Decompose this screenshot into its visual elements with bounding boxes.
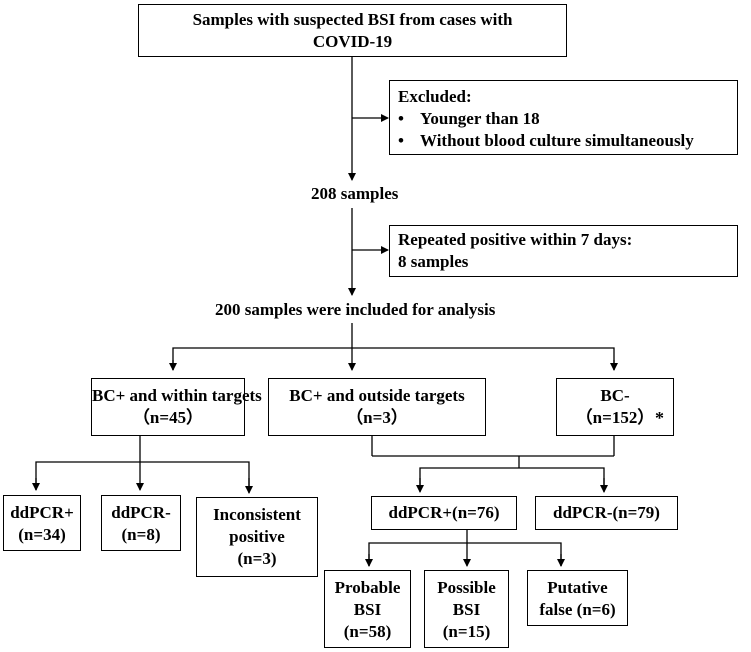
node-text-line: COVID-19 bbox=[312, 32, 393, 51]
node-text-line: BSI bbox=[353, 600, 382, 619]
node-probable-bsi: Probable BSI (n=58) bbox=[324, 570, 411, 648]
node-text-line: （n=3） bbox=[346, 408, 408, 427]
node-text-line: ddPCR+(n=76) bbox=[388, 503, 500, 522]
node-excluded: Excluded: •Younger than 18 •Without bloo… bbox=[389, 80, 738, 155]
node-bc-within-targets: BC+ and within targets （n=45） bbox=[91, 378, 262, 436]
node-ddpcr-positive-76: ddPCR+(n=76) bbox=[371, 496, 517, 530]
node-inconsistent-positive: Inconsistent positive (n=3) bbox=[196, 497, 318, 577]
node-text-line: (n=34) bbox=[18, 525, 66, 544]
node-208-samples: 208 samples bbox=[311, 184, 399, 203]
node-suspected-samples: Samples with suspected BSI from cases wi… bbox=[138, 4, 567, 57]
asterisk-note-marker: * bbox=[655, 408, 664, 428]
node-text-line: （n=45） bbox=[132, 408, 204, 427]
node-text-line: false (n=6) bbox=[539, 600, 616, 619]
node-text-line: Samples with suspected BSI from cases wi… bbox=[192, 10, 513, 29]
node-bc-outside-targets: BC+ and outside targets （n=3） bbox=[268, 378, 486, 436]
split-line-76 bbox=[368, 542, 562, 566]
node-text-line: ddPCR-(n=79) bbox=[553, 503, 660, 522]
bullet-icon: • bbox=[398, 131, 404, 150]
node-repeated-positive: Repeated positive within 7 days: 8 sampl… bbox=[389, 225, 738, 277]
node-text-line: 8 samples bbox=[398, 252, 469, 271]
node-text-line: Repeated positive within 7 days: bbox=[398, 230, 633, 249]
node-text-line: ddPCR+ bbox=[10, 503, 74, 522]
node-text-line: (n=8) bbox=[121, 525, 161, 544]
node-text-line: BC- bbox=[600, 386, 630, 405]
excluded-title: Excluded: bbox=[398, 87, 472, 106]
node-bc-negative: BC- （n=152） bbox=[556, 378, 674, 436]
excluded-item: •Without blood culture simultaneously bbox=[398, 131, 694, 150]
node-text-line: BSI bbox=[452, 600, 481, 619]
bullet-icon: • bbox=[398, 109, 404, 128]
split-line-ddpcr bbox=[419, 467, 605, 490]
node-text-line: BC+ and within targets bbox=[92, 386, 262, 405]
node-text-line: (n=15) bbox=[442, 622, 491, 641]
node-text-line: Probable bbox=[334, 578, 401, 597]
node-text-line: Inconsistent bbox=[213, 505, 301, 524]
node-text-line: （n=152） bbox=[575, 408, 655, 427]
node-ddpcr-negative-within: ddPCR- (n=8) bbox=[101, 495, 181, 551]
node-text-line: (n=3) bbox=[237, 549, 277, 568]
split-line-groups bbox=[172, 347, 615, 370]
split-line-within bbox=[35, 461, 250, 490]
node-text-line: ddPCR- bbox=[111, 503, 171, 522]
node-included-samples: 200 samples were included for analysis bbox=[215, 300, 496, 319]
node-text-line: BC+ and outside targets bbox=[289, 386, 465, 405]
node-text-line: positive bbox=[229, 527, 285, 546]
node-text-line: Putative bbox=[547, 578, 608, 597]
node-text-line: Possible bbox=[437, 578, 496, 597]
node-putative-false: Putative false (n=6) bbox=[527, 570, 628, 626]
node-possible-bsi: Possible BSI (n=15) bbox=[424, 570, 509, 648]
node-ddpcr-positive-within: ddPCR+ (n=34) bbox=[3, 495, 81, 551]
excluded-item: •Younger than 18 bbox=[398, 109, 540, 128]
node-text-line: (n=58) bbox=[343, 622, 392, 641]
node-ddpcr-negative-79: ddPCR-(n=79) bbox=[535, 496, 678, 530]
